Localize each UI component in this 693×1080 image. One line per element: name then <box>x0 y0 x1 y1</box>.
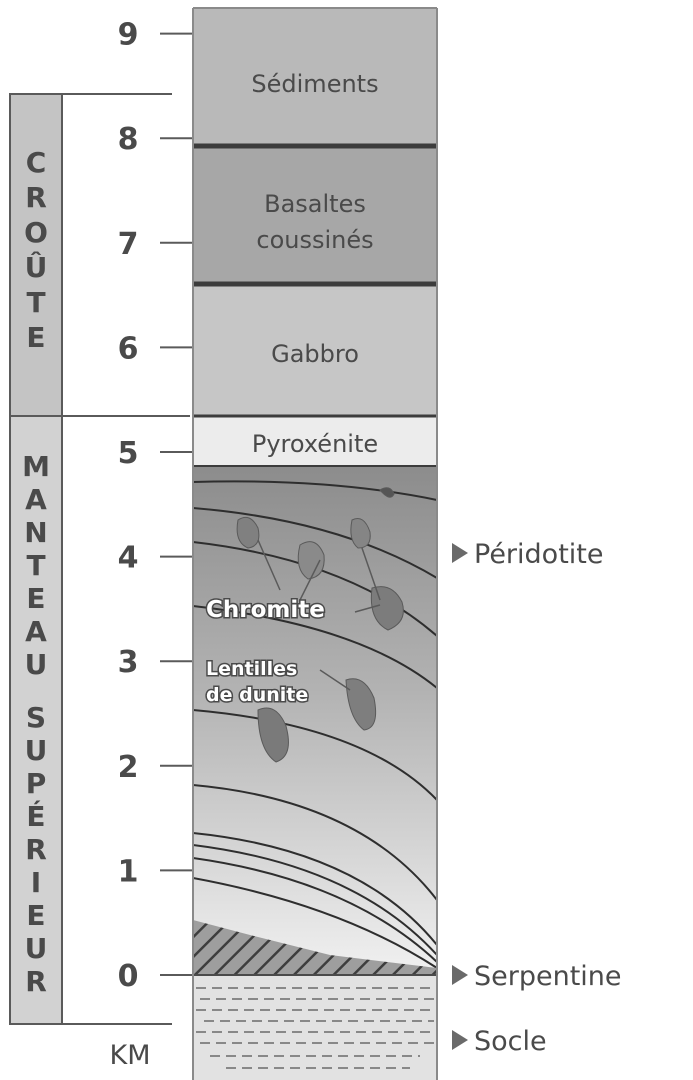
vertical-label-letter: I <box>31 866 41 899</box>
axis-tick-label: 9 <box>118 18 139 53</box>
vertical-label-letter: É <box>26 799 45 833</box>
layer-peridotite <box>193 466 437 971</box>
stratigraphic-column <box>193 8 437 1080</box>
label-gabbro: Gabbro <box>271 340 359 368</box>
vertical-label-letter: T <box>26 549 45 582</box>
layer-socle <box>193 975 437 1080</box>
vertical-label-letter: M <box>22 450 50 483</box>
vertical-label-letter: R <box>25 965 47 998</box>
vertical-label-letter: N <box>24 516 47 549</box>
label-pyroxenite: Pyroxénite <box>252 430 378 458</box>
axis-unit-label: KM <box>109 1040 150 1071</box>
label-serpentine: Serpentine <box>474 961 622 992</box>
peridotite-arrow-icon <box>452 543 468 563</box>
vertical-label-letter: P <box>26 767 47 800</box>
vertical-label-letter: U <box>25 734 48 767</box>
label-peridotite: Péridotite <box>474 539 603 570</box>
label-chromite: Chromite <box>206 597 325 623</box>
axis-tick-label: 0 <box>118 959 139 994</box>
serpentine-arrow-icon <box>452 965 468 985</box>
vertical-label-letter: O <box>24 216 48 249</box>
vertical-label-letter: R <box>25 833 47 866</box>
vertical-label-letter: C <box>26 146 47 179</box>
axis-tick-label: 1 <box>118 854 139 889</box>
label-basalts-line2: coussinés <box>256 226 373 254</box>
axis-tick-label: 6 <box>118 331 139 366</box>
vertical-label-letter: Û <box>25 250 48 284</box>
vertical-label-letter: E <box>26 899 45 932</box>
vertical-label-letter: E <box>26 321 45 354</box>
axis-tick-label: 7 <box>118 227 139 262</box>
socle-arrow-icon <box>452 1030 468 1050</box>
vertical-label-letter: A <box>25 483 47 516</box>
axis-tick-label: 4 <box>118 541 139 576</box>
label-sediments: Sédiments <box>251 70 378 98</box>
vertical-label-letter: U <box>25 648 48 681</box>
label-basalts-line1: Basaltes <box>264 190 366 218</box>
vertical-label-letter: T <box>26 286 45 319</box>
axis-tick-label: 5 <box>118 436 139 471</box>
label-dunite-line1: Lentilles <box>206 658 297 680</box>
axis-tick-label: 2 <box>118 750 139 785</box>
axis-tick-label: 8 <box>118 122 139 157</box>
vertical-label-letter: A <box>25 615 47 648</box>
depth-axis: 0 1 2 3 4 5 6 7 8 9 <box>118 18 193 994</box>
vertical-label-letter: S <box>26 701 46 734</box>
label-socle: Socle <box>474 1026 547 1057</box>
axis-tick-label: 3 <box>118 645 139 680</box>
vertical-label-letter: R <box>25 181 47 214</box>
vertical-label-letter: U <box>25 932 48 965</box>
vertical-label-letter: E <box>26 582 45 615</box>
label-dunite-line2: de dunite <box>206 684 308 706</box>
